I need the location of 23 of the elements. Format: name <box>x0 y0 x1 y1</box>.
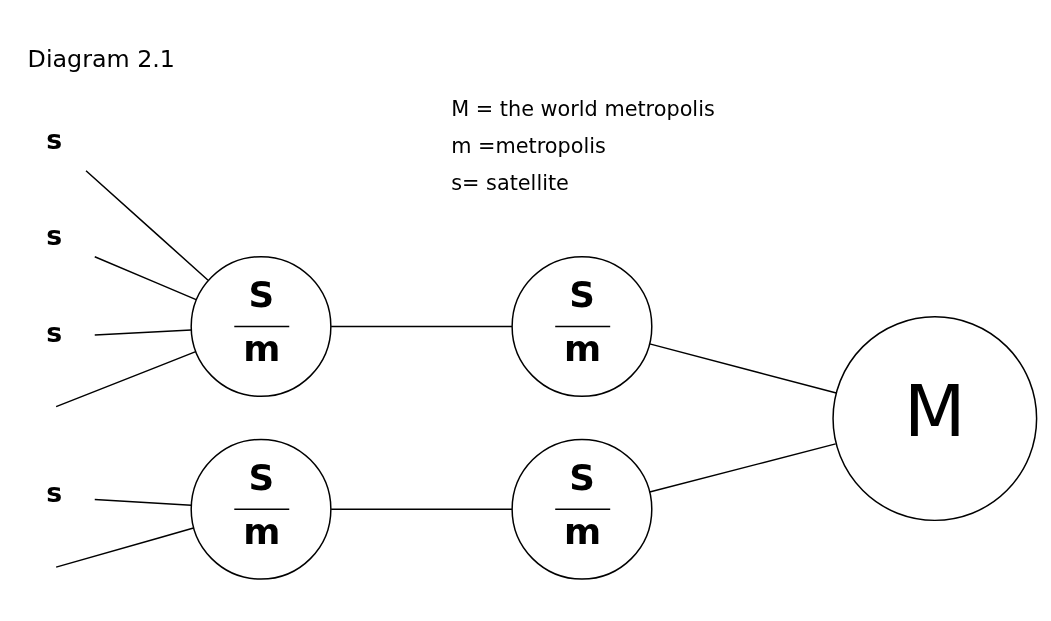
node-circle: S m <box>511 255 653 398</box>
connector <box>330 508 513 510</box>
connector <box>94 329 192 336</box>
label: s= satellite <box>451 171 569 196</box>
connector <box>55 527 195 568</box>
node-circle: S m <box>511 438 653 580</box>
connector <box>648 343 838 394</box>
label: m =metropolis <box>451 133 606 158</box>
node-circle: S m <box>190 438 332 580</box>
node-circle: S m <box>190 255 332 398</box>
connector <box>85 169 209 281</box>
node-text: s <box>46 123 63 155</box>
node-text: s <box>46 220 63 252</box>
connector <box>330 325 513 328</box>
connector <box>648 443 837 493</box>
node-text: s <box>46 477 63 509</box>
connector <box>94 255 197 301</box>
node-circle: M <box>832 316 1038 522</box>
diagram-title: Diagram 2.1 <box>27 44 175 73</box>
label: M = the world metropolis <box>451 96 715 121</box>
node-text: s <box>46 316 63 348</box>
connector <box>55 350 197 408</box>
connector <box>94 498 192 506</box>
